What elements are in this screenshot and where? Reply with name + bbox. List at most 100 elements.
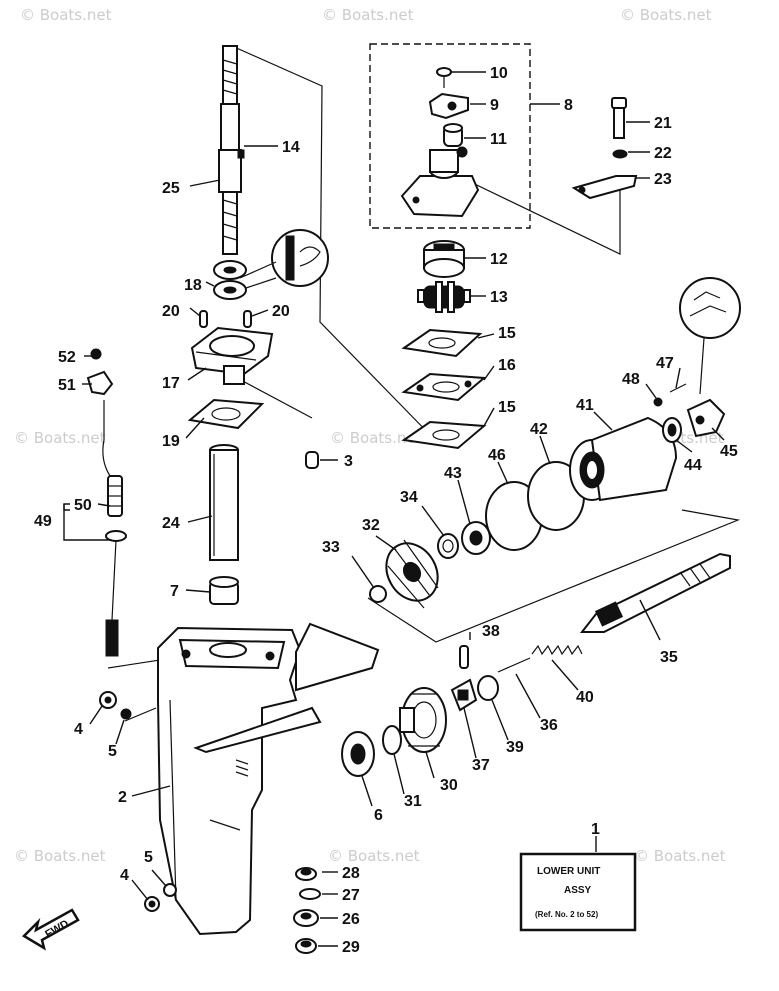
label-part-8: 8 — [564, 97, 573, 114]
label-part-21: 21 — [654, 115, 672, 132]
bearing-housing — [190, 326, 274, 385]
watermark-mid-center: © Boats.net — [330, 429, 422, 447]
circlip-33 — [369, 585, 387, 603]
label-part-16: 16 — [498, 357, 516, 374]
label-part-3: 3 — [344, 453, 353, 470]
label-part-26: 26 — [342, 911, 360, 928]
part-labels: 10 9 11 8 21 22 23 14 25 12 13 15 16 15 … — [34, 65, 738, 956]
pump-kit-dashed-box — [369, 43, 531, 229]
label-part-13: 13 — [490, 289, 508, 306]
bolt-4-upper — [99, 691, 117, 709]
propeller-shaft — [579, 552, 731, 633]
label-part-5-lower: 5 — [144, 849, 153, 866]
label-part-37: 37 — [472, 757, 490, 774]
dowel-pin-right — [243, 310, 252, 328]
label-part-46: 46 — [488, 447, 506, 464]
label-part-39: 39 — [506, 739, 524, 756]
propeller-shaft-housing — [569, 416, 678, 502]
label-part-22: 22 — [654, 145, 672, 162]
label-part-40: 40 — [576, 689, 594, 706]
label-part-19: 19 — [162, 433, 180, 450]
label-part-18: 18 — [184, 277, 202, 294]
label-part-25: 25 — [162, 180, 180, 197]
label-part-24: 24 — [162, 515, 180, 532]
washer-27 — [299, 888, 321, 900]
plug-26 — [293, 909, 319, 927]
label-part-29: 29 — [342, 939, 360, 956]
label-part-47: 47 — [656, 355, 674, 372]
assembly-reference-box: LOWER UNIT ASSY (Ref. No. 2 to 52) — [519, 852, 637, 932]
grommet — [209, 576, 239, 605]
watermark-top-right: © Boats.net — [620, 6, 712, 24]
label-part-20-left: 20 — [162, 303, 180, 320]
label-part-12: 12 — [490, 251, 508, 268]
assembly-box-line1: LOWER UNIT — [537, 866, 600, 877]
label-part-27: 27 — [342, 887, 360, 904]
label-part-32: 32 — [362, 517, 380, 534]
outer-plate-16 — [401, 372, 487, 402]
watermark-top-left: © Boats.net — [20, 6, 112, 24]
label-part-35: 35 — [660, 649, 678, 666]
label-part-20-right: 20 — [272, 303, 290, 320]
label-part-42: 42 — [530, 421, 548, 438]
pin-36 — [497, 657, 531, 673]
label-part-38: 38 — [482, 623, 500, 640]
drive-shaft — [218, 45, 245, 255]
shift-rod-assembly — [86, 348, 127, 657]
bolt-21 — [611, 97, 627, 139]
ring-39 — [477, 675, 499, 701]
label-part-34: 34 — [400, 489, 418, 506]
label-part-2: 2 — [118, 789, 127, 806]
spring-40 — [531, 644, 583, 656]
bearing-43 — [461, 521, 491, 555]
impeller — [417, 281, 471, 313]
label-part-41: 41 — [576, 397, 594, 414]
label-part-14: 14 — [282, 139, 300, 156]
watermark-top-center: © Boats.net — [322, 6, 414, 24]
plug-29 — [295, 938, 317, 954]
part-28 — [295, 867, 317, 881]
fwd-label: FWD — [43, 918, 71, 941]
watermark-bottom-left: © Boats.net — [14, 847, 106, 865]
label-part-44: 44 — [684, 457, 702, 474]
water-tube — [209, 444, 239, 561]
label-part-43: 43 — [444, 465, 462, 482]
shift-cam-45 — [686, 398, 726, 438]
label-part-45: 45 — [720, 443, 738, 460]
dog-clutch — [450, 678, 478, 712]
label-part-6: 6 — [374, 807, 383, 824]
bolt-4-lower — [144, 896, 160, 912]
label-part-51: 51 — [58, 377, 76, 394]
label-part-4-lower: 4 — [120, 867, 129, 884]
shim-34 — [437, 533, 459, 559]
shim-31 — [382, 725, 402, 755]
label-part-5-upper: 5 — [108, 743, 117, 760]
assembly-box-line2: ASSY — [564, 885, 592, 896]
forward-gear — [399, 687, 447, 753]
watermarks: © Boats.net © Boats.net © Boats.net © Bo… — [14, 6, 726, 865]
label-part-33: 33 — [322, 539, 340, 556]
label-part-49: 49 — [34, 513, 52, 530]
pump-bolt — [436, 67, 452, 88]
label-part-7: 7 — [170, 583, 179, 600]
assembly-guide-lines — [107, 45, 741, 722]
watermark-bottom-right: © Boats.net — [634, 847, 726, 865]
label-part-30: 30 — [440, 777, 458, 794]
screw-47 — [669, 383, 687, 393]
label-part-9: 9 — [490, 97, 499, 114]
washer-22 — [612, 149, 628, 159]
watermark-bottom-center: © Boats.net — [328, 847, 420, 865]
pin-3 — [305, 451, 319, 469]
label-part-1: 1 — [591, 821, 600, 838]
label-part-4-upper: 4 — [74, 721, 83, 738]
label-part-31: 31 — [404, 793, 422, 810]
leader-lines — [63, 71, 725, 947]
forward-direction-arrow: FWD — [21, 908, 80, 951]
pump-housing — [400, 146, 480, 218]
gasket-19 — [187, 398, 265, 430]
label-part-28: 28 — [342, 865, 360, 882]
impeller-liner — [423, 240, 465, 278]
label-part-17: 17 — [162, 375, 180, 392]
label-part-36: 36 — [540, 717, 558, 734]
